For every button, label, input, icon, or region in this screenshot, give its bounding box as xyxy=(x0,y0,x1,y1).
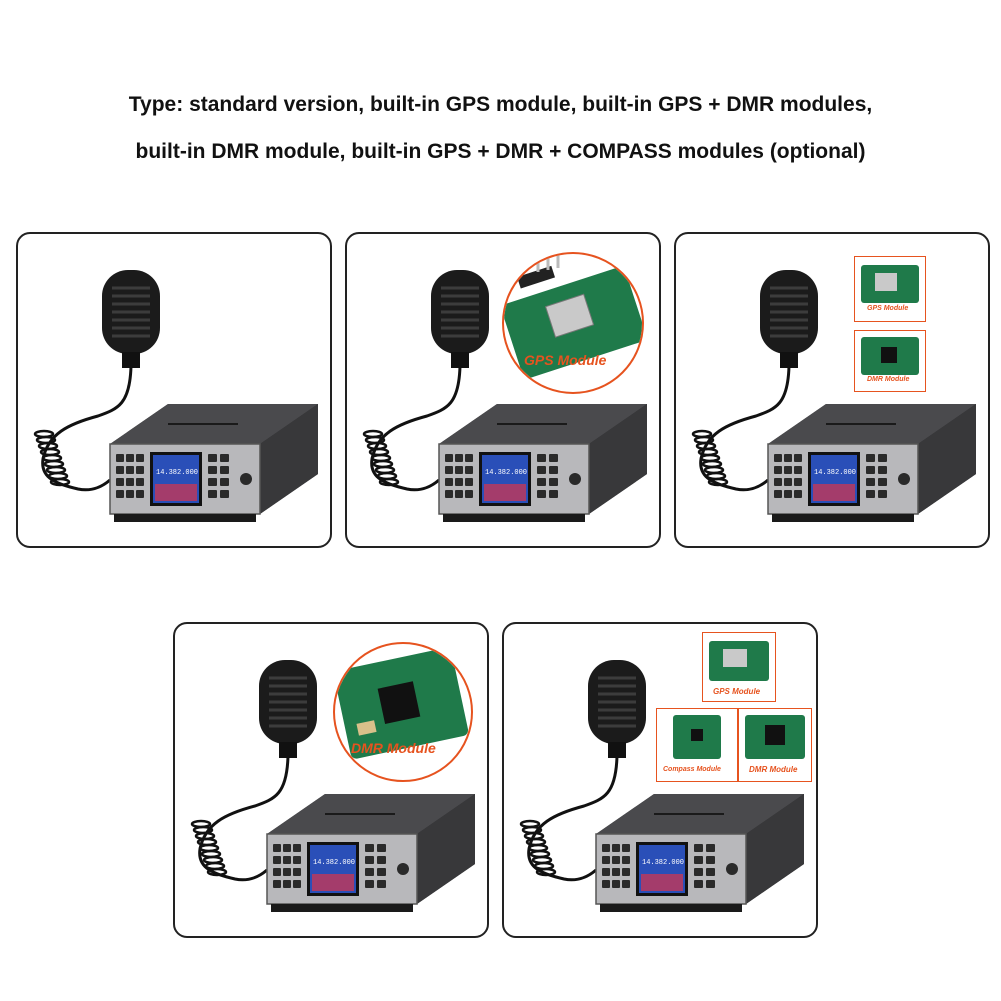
microphone xyxy=(431,270,489,368)
dmr-module-thumbnail: DMR Module xyxy=(854,330,926,392)
dmr-module-label: DMR Module xyxy=(351,740,436,756)
mic-cable-coil xyxy=(362,429,400,487)
mic-cable-coil xyxy=(691,429,729,487)
dmr-module-label: DMR Module xyxy=(749,765,798,774)
gps-module-label: GPS Module xyxy=(524,352,607,368)
microphone xyxy=(588,660,646,758)
radio-illustration: 14.382.000 xyxy=(33,270,318,522)
variant-panel-standard: 14.382.000 xyxy=(16,232,332,548)
dmr-module-circle-photo: DMR Module xyxy=(333,642,473,782)
variant-panel-dmr: 14.382.000 DMR Module xyxy=(173,622,489,938)
radio-frequency-readout: 14.382.000 xyxy=(642,859,684,867)
dmr-module-board xyxy=(861,337,919,375)
radio-transceiver: 14.382.000 xyxy=(109,404,318,522)
gps-module-board xyxy=(861,265,919,303)
gps-module-label: GPS Module xyxy=(867,305,909,312)
gps-module-label: GPS Module xyxy=(713,687,761,696)
microphone xyxy=(102,270,160,368)
gps-module-board xyxy=(709,641,769,681)
variant-panel-gps-dmr: 14.382.000 GPS Module DMR Module xyxy=(674,232,990,548)
mic-cable-coil xyxy=(519,819,557,877)
radio-illustration: 14.382.000 xyxy=(691,270,976,522)
gps-module-circle-photo: GPS Module xyxy=(502,252,644,394)
variant-panel-gps-dmr-compass: 14.382.000 GPS Module Compass Module DMR… xyxy=(502,622,818,938)
radio-transceiver: 14.382.000 xyxy=(438,404,647,522)
radio-transceiver: 14.382.000 xyxy=(266,794,475,912)
radio-illustration: 14.382.000 xyxy=(362,270,647,522)
dmr-module-label: DMR Module xyxy=(867,376,910,383)
headline-line-1: Type: standard version, built-in GPS mod… xyxy=(128,93,873,116)
compass-module-board xyxy=(673,715,721,759)
mic-cable-coil xyxy=(33,429,71,487)
radio-transceiver: 14.382.000 xyxy=(767,404,976,522)
radio-frequency-readout: 14.382.000 xyxy=(814,469,856,477)
gps-module-board xyxy=(504,254,642,379)
radio-frequency-readout: 14.382.000 xyxy=(156,469,198,477)
microphone xyxy=(259,660,317,758)
radio-illustration: 14.382.000 xyxy=(519,660,804,912)
headline-line-2: built-in DMR module, built-in GPS + DMR … xyxy=(135,140,866,163)
dmr-module-board xyxy=(745,715,805,759)
gps-module-thumbnail: GPS Module xyxy=(854,256,926,322)
dmr-module-thumbnail: DMR Module xyxy=(738,708,812,782)
compass-module-label: Compass Module xyxy=(663,766,721,773)
radio-frequency-readout: 14.382.000 xyxy=(485,469,527,477)
dmr-module-board xyxy=(335,647,469,759)
microphone xyxy=(760,270,818,368)
radio-illustration: 14.382.000 xyxy=(190,660,475,912)
mic-cable-coil xyxy=(190,819,228,877)
gps-module-thumbnail: GPS Module xyxy=(702,632,776,702)
compass-module-thumbnail: Compass Module xyxy=(656,708,738,782)
radio-frequency-readout: 14.382.000 xyxy=(313,859,355,867)
variant-panel-gps: 14.382.000 GPS Module xyxy=(345,232,661,548)
radio-transceiver: 14.382.000 xyxy=(595,794,804,912)
